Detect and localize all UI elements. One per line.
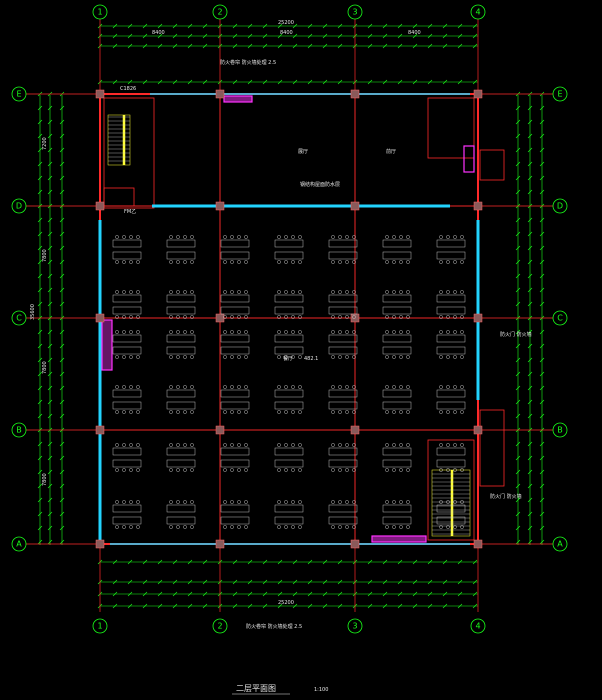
room-label-dining: 餐厅 — [283, 355, 293, 362]
axis-label-left-A: A — [16, 540, 22, 549]
axis-label-left-E-circle — [11, 86, 27, 102]
axis-label-right-E: E — [557, 90, 562, 99]
dimension-ticks — [37, 23, 545, 609]
axis-label-left-E: E — [16, 90, 21, 99]
axis-label-left-D: D — [16, 202, 22, 211]
axis-label-right-D-circle — [552, 198, 568, 214]
door-label: FM乙 — [124, 208, 136, 215]
axis-label-right-B: B — [557, 426, 563, 435]
axis-label-bottom-4-circle — [470, 618, 486, 634]
axis-label-bottom-2: 2 — [217, 622, 222, 631]
axis-label-top-3-circle — [347, 4, 363, 20]
axis-label-left-B-circle — [11, 422, 27, 438]
axis-label-top-4: 4 — [475, 8, 480, 17]
overall-dimension: 25200 — [278, 20, 294, 26]
axis-label-right-E-circle — [552, 86, 568, 102]
axis-label-left-C-circle — [11, 310, 27, 326]
bay-dimension-3: 8400 — [408, 30, 421, 36]
stair-south-east — [431, 469, 471, 537]
axis-label-right-A: A — [557, 540, 563, 549]
axis-label-right-A-circle — [552, 536, 568, 552]
axis-label-left-C: C — [16, 314, 22, 323]
depth-dimension: 35600 — [30, 304, 36, 320]
axis-label-top-1: 1 — [97, 8, 102, 17]
dimension-lines — [39, 25, 543, 607]
axis-label-bottom-2-circle — [212, 618, 228, 634]
right-note-1: 防火门 防火墙 — [500, 331, 532, 338]
axis-label-bottom-3-circle — [347, 618, 363, 634]
axis-label-top-2-circle — [212, 4, 228, 20]
room-label-top-hall: 展厅 — [298, 149, 308, 155]
row-dimension-3: 7800 — [42, 361, 48, 374]
window-label: C1826 — [120, 86, 136, 92]
axis-label-bottom-1-circle — [92, 618, 108, 634]
fire-equipment — [101, 95, 475, 543]
beam-note-top: 防火卷帘 防火墙处理 2.5 — [220, 59, 276, 66]
dining-tables — [112, 235, 466, 529]
axis-label-left-D-circle — [11, 198, 27, 214]
interior-structure — [100, 94, 505, 544]
axis-label-right-C-circle — [552, 310, 568, 326]
axis-label-top-1-circle — [92, 4, 108, 20]
stair-north-west — [107, 114, 131, 166]
axis-label-left-B: B — [16, 426, 22, 435]
beam-note-mid: 钢结构屋面防水层 — [300, 181, 340, 188]
overall-dimension-bottom: 25200 — [278, 600, 294, 606]
row-dimension-2: 7800 — [42, 249, 48, 262]
axis-label-left-A-circle — [11, 536, 27, 552]
axis-label-top-3: 3 — [352, 8, 357, 17]
axis-label-top-4-circle — [470, 4, 486, 20]
structural-columns — [95, 89, 483, 549]
row-dimension-1: 7200 — [42, 137, 48, 150]
right-note-2: 防火门 防火墙 — [490, 493, 522, 500]
drawing-scale: 1:100 — [314, 687, 328, 693]
bottom-note: 防火卷帘 防火墙处理 2.5 — [246, 623, 302, 630]
axis-label-bottom-3: 3 — [352, 622, 357, 631]
drawing-title: 二层平面图 — [236, 684, 276, 693]
exterior-walls — [99, 93, 479, 545]
glazing — [98, 93, 480, 545]
room-area: 482.1 — [304, 356, 318, 362]
axis-label-right-B-circle — [552, 422, 568, 438]
axis-label-right-C: C — [557, 314, 563, 323]
axis-label-bottom-1: 1 — [97, 622, 102, 631]
bay-dimension-2: 8400 — [280, 30, 293, 36]
bay-dimension-1: 8400 — [152, 30, 165, 36]
row-dimension-4: 7800 — [42, 473, 48, 486]
axis-label-right-D: D — [557, 202, 563, 211]
axis-label-bottom-4: 4 — [475, 622, 480, 631]
room-label-foyer: 前厅 — [386, 148, 396, 155]
axis-label-top-2: 2 — [217, 8, 222, 17]
